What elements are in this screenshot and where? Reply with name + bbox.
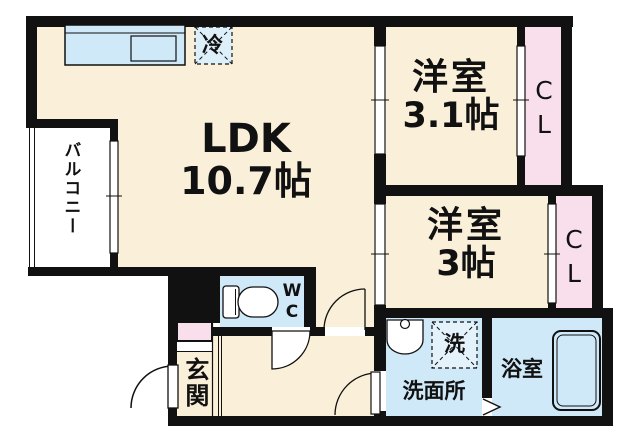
wall <box>548 303 556 311</box>
balcony-area <box>29 128 110 267</box>
balcony-window-icon <box>106 140 122 254</box>
washroom-label: 洗面所 <box>402 379 466 403</box>
closet-upper <box>525 27 561 186</box>
closet-upper-label: CL <box>535 76 553 139</box>
washer-label: 洗 <box>444 332 465 356</box>
wall-pipe-space <box>168 267 220 323</box>
wall <box>548 196 556 204</box>
closet-lower-label: CL <box>565 225 583 288</box>
wall <box>374 154 386 186</box>
folding-door-icon <box>482 398 502 416</box>
sliding-door-icon <box>513 45 529 157</box>
toilet-icon <box>222 285 279 319</box>
room-name: 洋室 <box>411 57 490 98</box>
ldk-label: LDK 10.7帖 <box>146 116 346 204</box>
sliding-door-icon <box>371 45 389 155</box>
room-name: 洋室 <box>426 205 505 246</box>
room-ldk <box>118 128 374 267</box>
entrance-label: 玄関 <box>180 357 209 409</box>
toilet-label: WC <box>282 281 302 323</box>
wall <box>374 196 386 204</box>
kitchen-sink-icon <box>64 24 186 66</box>
wall <box>374 16 386 46</box>
bedroom-upper-label: 洋室 3.1帖 <box>381 57 521 136</box>
wall <box>26 119 118 128</box>
room-bedroom-lower <box>386 196 548 308</box>
entrance-floor <box>177 352 212 416</box>
wall <box>304 267 316 327</box>
bedroom-lower-label: 洋室 3帖 <box>396 205 536 284</box>
room-bedroom-upper <box>386 27 517 186</box>
wall <box>168 323 177 366</box>
sliding-door-icon <box>544 203 560 304</box>
washing-machine-space-icon <box>431 321 478 369</box>
wall <box>602 308 613 421</box>
wall <box>168 407 177 417</box>
refrigerator-label: 冷 <box>202 33 223 57</box>
balcony-label: バルコニー <box>60 141 81 236</box>
wall <box>592 185 603 316</box>
closet-lower <box>556 196 592 308</box>
wall <box>365 327 377 336</box>
washroom-door-icon <box>334 371 386 416</box>
room-bathroom <box>492 318 602 416</box>
entrance-step-lines <box>211 320 222 416</box>
wall <box>310 327 325 336</box>
washbasin-icon <box>386 318 424 355</box>
wall <box>213 327 272 336</box>
wall <box>374 411 386 419</box>
room-size: 3.1帖 <box>402 95 500 136</box>
wall <box>26 16 37 128</box>
wall <box>374 185 603 196</box>
balcony-railing <box>29 128 35 267</box>
room-size: 10.7帖 <box>180 159 312 204</box>
wall-bath-divider <box>482 318 492 398</box>
toilet-door-icon <box>271 327 311 370</box>
bathtub-icon <box>552 330 601 411</box>
room-name: LDK <box>201 116 291 162</box>
wall <box>517 156 525 186</box>
sliding-door-icon <box>371 203 389 306</box>
room-size: 3帖 <box>436 243 496 284</box>
wall <box>517 26 525 46</box>
wall <box>110 253 118 267</box>
bathroom-label: 浴室 <box>501 357 543 381</box>
front-door-icon <box>130 364 179 409</box>
wall <box>26 16 573 27</box>
wall <box>561 16 572 189</box>
wall <box>110 128 118 141</box>
ldk-door-icon <box>323 288 366 336</box>
entrance-step <box>177 341 212 352</box>
refrigerator-space-icon <box>194 26 233 65</box>
wall <box>374 308 613 318</box>
wall <box>374 305 386 371</box>
wall <box>168 416 613 426</box>
